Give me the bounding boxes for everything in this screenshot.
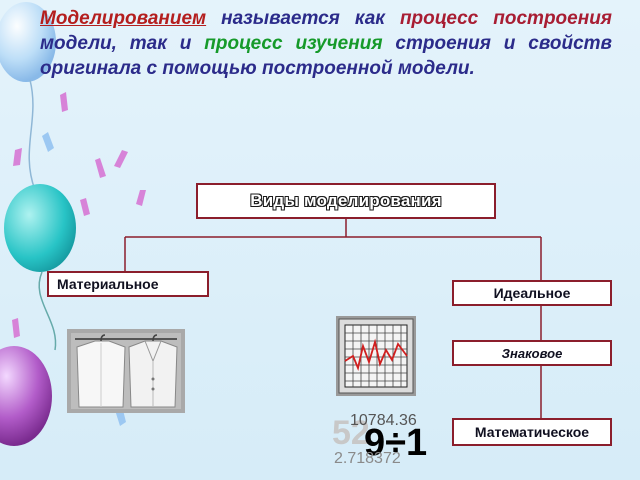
blue-balloon: [0, 2, 56, 82]
definition-text-3: строения и свойств оригинала с помощью п…: [40, 33, 613, 79]
math-modeling-box: Математическое: [452, 418, 612, 446]
definition-process-build: процесс построения: [399, 8, 612, 29]
clothes-image: [67, 329, 185, 413]
definition-process-study: процесс изучения: [204, 33, 383, 54]
math-top-number: 10784.36: [350, 412, 417, 429]
grid-graph-icon: [336, 316, 416, 396]
math-label: Математическое: [474, 424, 590, 440]
diagram-title: Виды моделирования: [250, 191, 442, 210]
math-big-text: 9÷1: [364, 422, 428, 464]
sign-label: Знаковое: [501, 345, 563, 361]
diagram-title-box: Виды моделирования: [196, 183, 496, 219]
confetti: [12, 92, 146, 338]
material-modeling-box: Материальное: [47, 271, 209, 297]
math-numbers-image: 52 10784.36 9÷1 2.718372: [330, 410, 448, 470]
sign-modeling-box: Знаковое: [452, 340, 612, 366]
purple-balloon: [0, 346, 52, 446]
math-ghost-digits: 52: [332, 414, 370, 452]
ideal-modeling-box: Идеальное: [452, 280, 612, 306]
cyan-balloon: [4, 184, 76, 272]
math-bottom-number: 2.718372: [334, 450, 401, 467]
definition-paragraph: Моделированием называется как процесс по…: [40, 6, 612, 81]
ideal-label: Идеальное: [493, 285, 571, 301]
definition-text-2: модели, так и: [40, 33, 205, 54]
definition-term: Моделированием: [40, 8, 207, 29]
definition-text-1: называется как: [206, 8, 400, 29]
material-label: Материальное: [57, 276, 159, 292]
